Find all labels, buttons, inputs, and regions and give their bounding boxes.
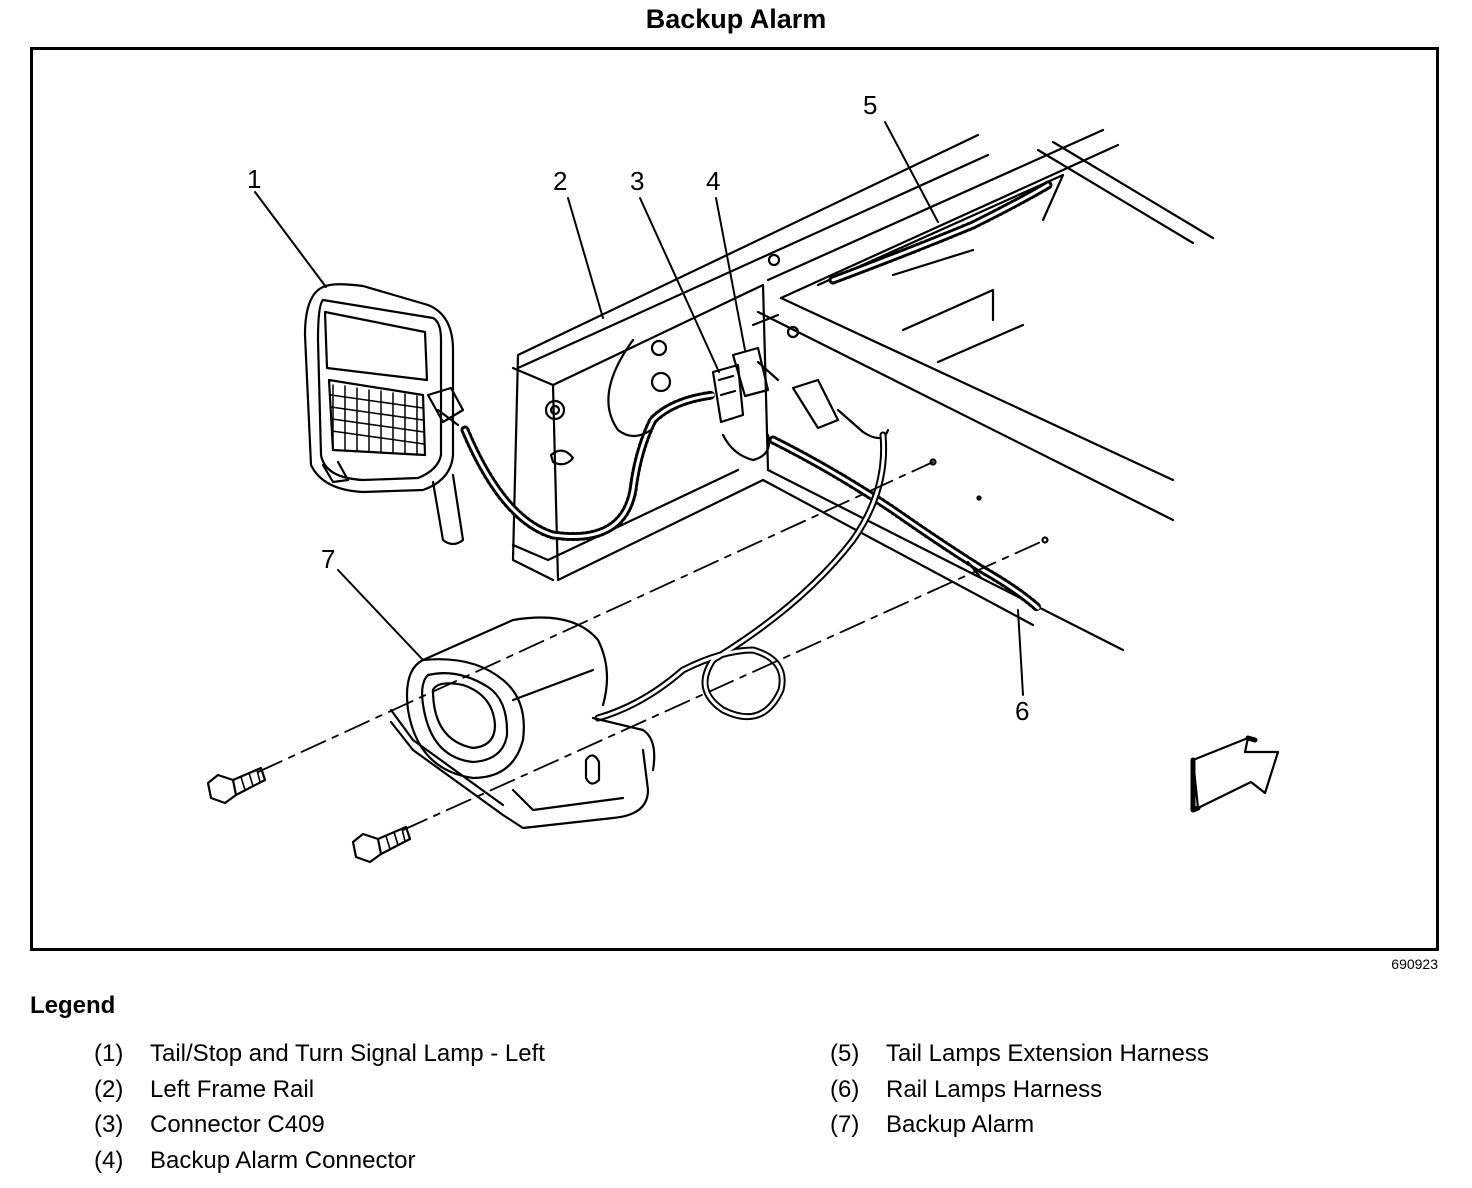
- tail-lamp-left: [303, 283, 465, 546]
- legend-label: Rail Lamps Harness: [886, 1075, 1103, 1103]
- callout-6: 6: [1015, 696, 1029, 726]
- rail-lamps-harness: [768, 435, 1043, 613]
- legend-item: (2) Left Frame Rail: [94, 1076, 545, 1112]
- legend-number: (7): [830, 1111, 860, 1138]
- legend-label: Backup Alarm: [886, 1111, 1035, 1138]
- legend-label: Left Frame Rail: [150, 1075, 315, 1103]
- backup-alarm: [389, 616, 656, 830]
- backup-alarm-connector: [731, 346, 890, 440]
- legend-item: (5) Tail Lamps Extension Harness: [830, 1040, 1209, 1076]
- legend-item: (1) Tail/Stop and Turn Signal Lamp - Lef…: [94, 1040, 545, 1076]
- legend-number: (5): [830, 1040, 860, 1067]
- direction-arrow-icon: [1190, 735, 1280, 813]
- legend-item: (6) Rail Lamps Harness: [830, 1076, 1209, 1112]
- callout-4: 4: [706, 166, 720, 196]
- legend-item: (3) Connector C409: [94, 1111, 545, 1147]
- page-title: Backup Alarm: [645, 4, 827, 34]
- connector-c409: [711, 363, 771, 462]
- left-frame-rail: [511, 283, 1125, 652]
- legend-label: Backup Alarm Connector: [150, 1146, 416, 1174]
- legend-item: (4) Backup Alarm Connector: [94, 1147, 545, 1183]
- mounting-bolts: [206, 458, 1049, 864]
- callout-7: 7: [321, 544, 335, 574]
- backup-alarm-wire: [594, 431, 888, 722]
- legend-label: Connector C409: [150, 1111, 325, 1138]
- bolt-icon: [351, 825, 412, 864]
- legend-label: Tail/Stop and Turn Signal Lamp - Left: [150, 1040, 545, 1067]
- legend-column-left: (1) Tail/Stop and Turn Signal Lamp - Lef…: [94, 1040, 545, 1182]
- legend-number: (2): [94, 1075, 124, 1103]
- bolt-icon: [206, 766, 267, 805]
- legend-item: (7) Backup Alarm: [830, 1111, 1209, 1147]
- callout-leaders: [254, 121, 1024, 696]
- legend-number: (4): [94, 1146, 124, 1174]
- diagram-frame: 1 2 3 4 5 6 7: [30, 47, 1439, 951]
- callout-5: 5: [863, 90, 877, 120]
- legend-number: (3): [94, 1111, 124, 1138]
- legend-column-right: (5) Tail Lamps Extension Harness (6) Rai…: [830, 1040, 1209, 1147]
- legend-label: Tail Lamps Extension Harness: [886, 1040, 1209, 1067]
- callout-2: 2: [553, 166, 567, 196]
- figure-id: 690923: [1391, 956, 1438, 972]
- lamp-harness: [460, 338, 718, 541]
- diagram-illustration: 1 2 3 4 5 6 7: [206, 90, 1280, 864]
- tail-lamps-extension-harness: [828, 180, 1053, 285]
- frame-crossmember: [516, 128, 1215, 522]
- legend-number: (1): [94, 1040, 124, 1067]
- callout-3: 3: [630, 166, 644, 196]
- legend-heading: Legend: [30, 992, 116, 1019]
- legend-number: (6): [830, 1075, 860, 1103]
- callout-1: 1: [247, 164, 261, 194]
